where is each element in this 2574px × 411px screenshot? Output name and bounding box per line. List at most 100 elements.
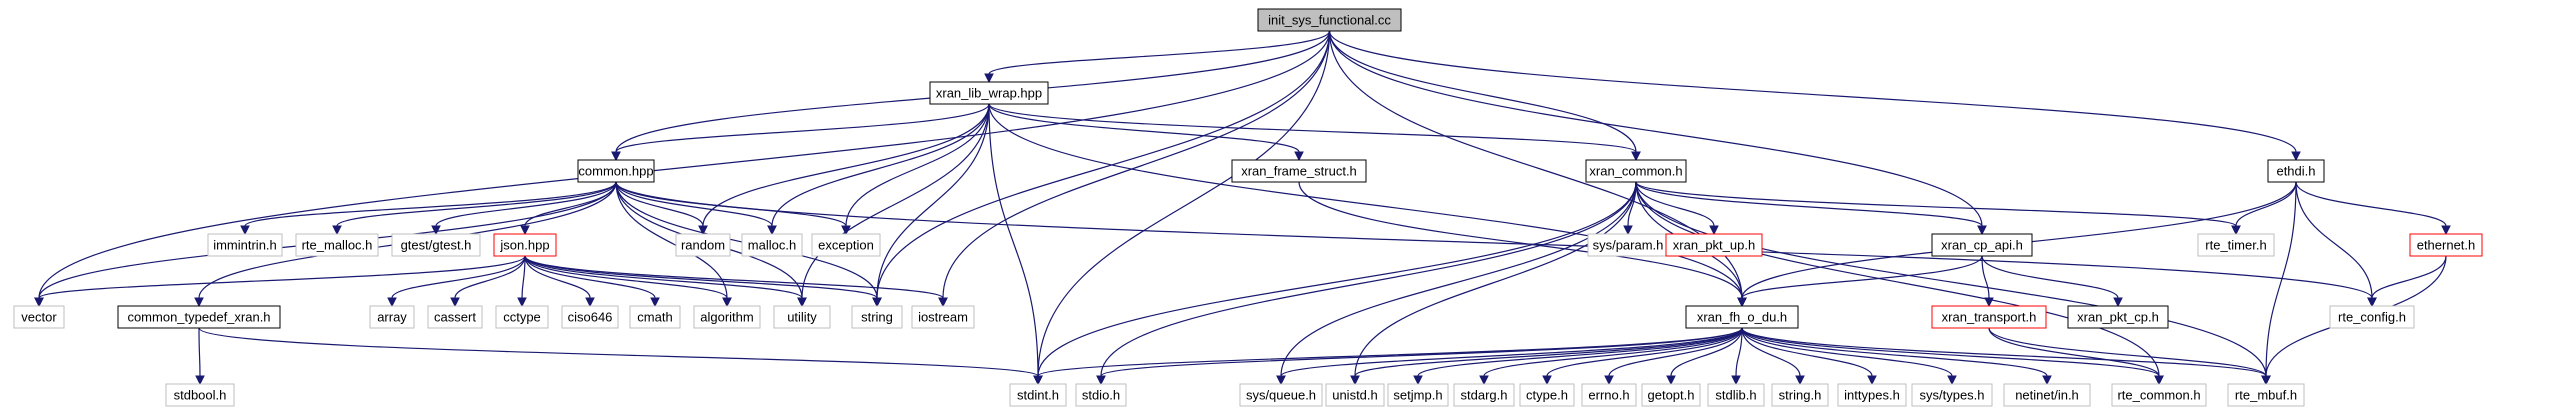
node-label: netinet/in.h — [2015, 388, 2079, 403]
edge-arrowhead-xran_fh_o_du_h-to-ctype_h — [1542, 375, 1552, 386]
node-stdbool-h: stdbool.h — [165, 383, 235, 407]
edge-ethdi_h-to-rte_timer_h — [2235, 181, 2297, 227]
edge-arrowhead-common_hpp-to-json_hpp — [520, 225, 530, 236]
node-box — [165, 383, 235, 407]
edge-arrowhead-xran_fh_o_du_h-to-rte_common_h — [2154, 375, 2164, 386]
edge-arrowhead-json_hpp-to-array — [387, 297, 397, 308]
edge-xran_common_h-to-rte_mbuf_h — [1635, 181, 2267, 377]
edge-arrowhead-xran_fh_o_du_h-to-inttypes_h — [1867, 375, 1877, 386]
edge-layer — [34, 30, 2451, 386]
node-array: array — [369, 305, 415, 329]
edge-arrowhead-xran_fh_o_du_h-to-stdarg_h — [1479, 375, 1489, 386]
node-xran-common-h[interactable]: xran_common.h — [1585, 159, 1687, 183]
node-xran-lib-wrap-hpp[interactable]: xran_lib_wrap.hpp — [929, 81, 1049, 105]
edge-common_hpp-to-algorithm — [615, 181, 728, 299]
edge-common_hpp-to-json_hpp — [524, 181, 617, 227]
node-label: cctype — [503, 310, 541, 325]
node-inttypes-h: inttypes.h — [1837, 383, 1907, 407]
node-label: iostream — [918, 310, 968, 325]
node-label: string — [861, 310, 893, 325]
node-random: random — [675, 233, 731, 257]
node-box — [1911, 383, 1993, 407]
edge-arrowhead-xran_fh_o_du_h-to-rte_mbuf_h — [2261, 375, 2271, 386]
node-box — [693, 305, 761, 329]
node-label: random — [681, 238, 725, 253]
node-label: sys/types.h — [1919, 388, 1984, 403]
node-label: cassert — [434, 310, 476, 325]
node-ciso646: ciso646 — [561, 305, 619, 329]
edge-arrowhead-xran_lib_wrap_hpp-to-xran_frame_struct_h — [1294, 151, 1304, 162]
node-rte-mbuf-h: rte_mbuf.h — [2227, 383, 2305, 407]
node-label: sys/queue.h — [1246, 388, 1316, 403]
node-label: exception — [818, 238, 874, 253]
node-box — [1387, 383, 1449, 407]
node-label: immintrin.h — [213, 238, 277, 253]
node-common-typedef-xran-h[interactable]: common_typedef_xran.h — [117, 305, 281, 329]
node-label: rte_malloc.h — [302, 238, 373, 253]
node-box — [911, 305, 975, 329]
node-xran-transport-h[interactable]: xran_transport.h — [1931, 305, 2047, 329]
edge-xran_transport_h-to-rte_common_h — [1988, 327, 2160, 377]
edge-arrowhead-xran_fh_o_du_h-to-sys_queue_h — [1276, 375, 1286, 386]
edge-arrowhead-common_hpp-to-malloc_h — [767, 225, 777, 236]
edge-xran_common_h-to-sys_queue_h — [1280, 181, 1637, 377]
node-xran-cp-api-h[interactable]: xran_cp_api.h — [1931, 233, 2033, 257]
node-label: xran_lib_wrap.hpp — [936, 86, 1042, 101]
edge-xran_fh_o_du_h-to-stdio_h — [1100, 327, 1743, 377]
edge-ethdi_h-to-ethernet_h — [2295, 181, 2447, 227]
edge-xran_fh_o_du_h-to-setjmp_h — [1417, 327, 1743, 377]
edge-xran_frame_struct_h-to-xran_fh_o_du_h — [1298, 181, 1743, 299]
edge-init_sys_functional_cc-to-ethdi_h — [1328, 30, 2297, 153]
edge-arrowhead-json_hpp-to-utility — [797, 297, 807, 308]
edge-arrowhead-init_sys_functional_cc-to-ethdi_h — [2291, 151, 2301, 162]
node-label: ciso646 — [568, 310, 613, 325]
edge-arrowhead-xran_lib_wrap_hpp-to-xran_common_h — [1631, 151, 1641, 162]
node-getopt-h: getopt.h — [1641, 383, 1701, 407]
edge-xran_fh_o_du_h-to-inttypes_h — [1741, 327, 1873, 377]
edge-xran_common_h-to-unistd_h — [1354, 181, 1637, 377]
edge-arrowhead-ethdi_h-to-rte_timer_h — [2231, 225, 2241, 236]
edge-xran_fh_o_du_h-to-stdlib_h — [1735, 327, 1743, 377]
node-box — [675, 233, 731, 257]
edge-arrowhead-json_hpp-to-string — [872, 297, 882, 308]
node-label: xran_fh_o_du.h — [1697, 310, 1787, 325]
edge-xran_fh_o_du_h-to-unistd_h — [1354, 327, 1743, 377]
edge-xran_common_h-to-rte_timer_h — [1635, 181, 2237, 227]
node-common-hpp[interactable]: common.hpp — [577, 159, 655, 183]
edge-xran_lib_wrap_hpp-to-utility — [801, 103, 990, 299]
node-xran-pkt-cp-h[interactable]: xran_pkt_cp.h — [2067, 305, 2169, 329]
node-box — [495, 305, 549, 329]
node-xran-fh-o-du-h[interactable]: xran_fh_o_du.h — [1685, 305, 1799, 329]
edge-json_hpp-to-cassert — [454, 255, 526, 299]
node-label: array — [377, 310, 407, 325]
node-box — [2111, 383, 2207, 407]
edge-common_hpp-to-gtest_h — [435, 181, 617, 227]
edge-arrowhead-xran_fh_o_du_h-to-sys_types_h — [1947, 375, 1957, 386]
edge-xran_lib_wrap_hpp-to-xran_common_h — [988, 103, 1637, 153]
node-json-hpp[interactable]: json.hpp — [493, 233, 557, 257]
node-label: stdarg.h — [1461, 388, 1508, 403]
node-box — [1837, 383, 1907, 407]
node-box — [427, 305, 483, 329]
node-xran-frame-struct-h[interactable]: xran_frame_struct.h — [1231, 159, 1367, 183]
edge-xran_common_h-to-stdint_h — [1037, 181, 1637, 377]
node-cmath: cmath — [629, 305, 681, 329]
node-box — [295, 233, 379, 257]
node-ethernet-h[interactable]: ethernet.h — [2409, 233, 2483, 257]
edge-common_hpp-to-malloc_h — [615, 181, 773, 227]
node-stdarg-h: stdarg.h — [1453, 383, 1515, 407]
node-box — [2003, 383, 2091, 407]
edge-json_hpp-to-array — [391, 255, 526, 299]
node-setjmp-h: setjmp.h — [1387, 383, 1449, 407]
node-layer: init_sys_functional.cc xran_lib_wrap.hppc… — [13, 8, 2483, 407]
node-box — [2067, 305, 2169, 329]
node-label: rte_mbuf.h — [2235, 388, 2297, 403]
node-rte-common-h: rte_common.h — [2111, 383, 2207, 407]
node-ethdi-h[interactable]: ethdi.h — [2267, 159, 2325, 183]
node-label: inttypes.h — [1844, 388, 1900, 403]
node-xran-pkt-up-h[interactable]: xran_pkt_up.h — [1665, 233, 1763, 257]
node-init-sys-functional-cc[interactable]: init_sys_functional.cc — [1257, 8, 1402, 32]
edge-arrowhead-json_hpp-to-ciso646 — [585, 297, 595, 308]
node-box — [1257, 8, 1402, 32]
edge-arrowhead-common_typedef_xran_h-to-stdbool_h — [195, 375, 205, 386]
